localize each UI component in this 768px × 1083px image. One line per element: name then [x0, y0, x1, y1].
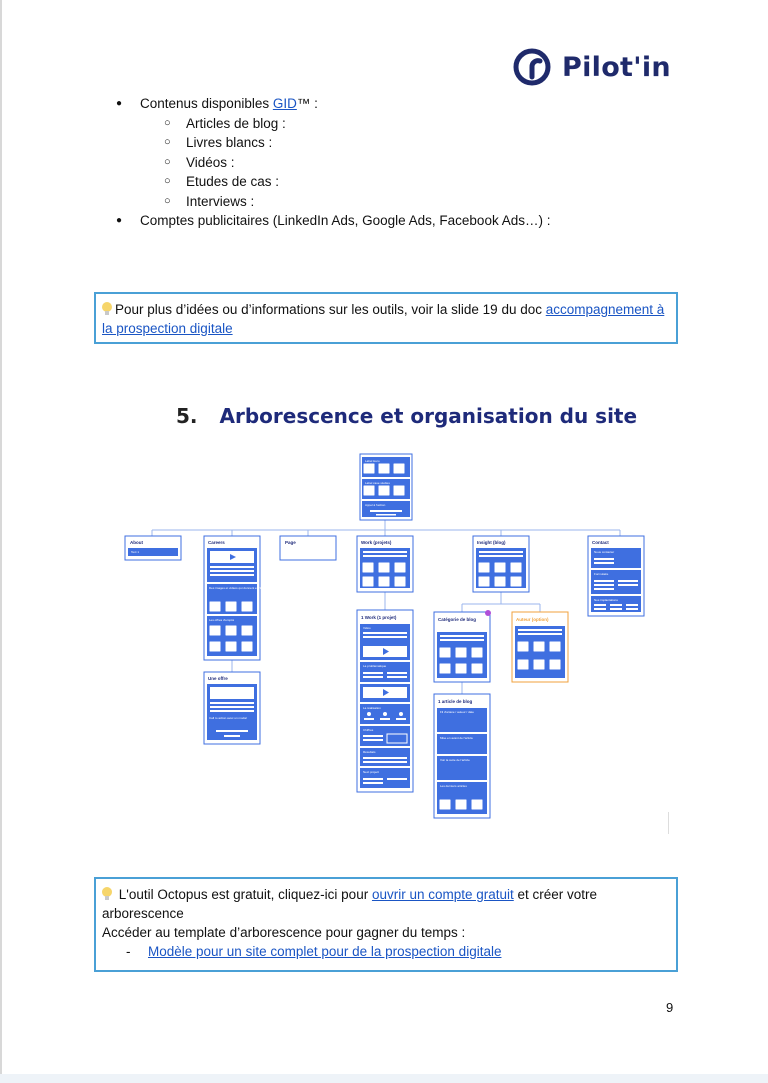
sitemap-project-node: 1 Work (1 projet) Vidéo La problématique…	[356, 609, 414, 793]
callout-template-line: Accéder au template d’arborescence pour …	[102, 925, 466, 940]
sub-list-item: Interviews :	[116, 192, 550, 212]
callout-line: L'outil Octopus est gratuit, cliquez-ici…	[102, 885, 670, 923]
section-heading: 5. Arborescence et organisation du site	[176, 404, 637, 428]
node-title: 1 Work (1 projet)	[361, 615, 397, 620]
bottom-band	[0, 1074, 768, 1083]
node-title: Work (projets)	[361, 540, 392, 545]
sitemap-home-node: Label Hero Label case studies Appel à l'…	[359, 453, 413, 521]
pilotin-logo-icon	[513, 48, 551, 86]
node-item: Les derniers articles	[440, 784, 467, 788]
node-title: Contact	[592, 540, 609, 545]
tip-callout: Pour plus d’idées ou d’informations sur …	[94, 292, 678, 344]
sub-list-item: Etudes de cas :	[116, 172, 550, 192]
node-title: Auteur (option)	[516, 617, 549, 622]
node-title: About	[130, 540, 143, 545]
node-title: Careers	[208, 540, 225, 545]
home-label-cta: Appel à l'action	[365, 503, 386, 507]
sitemap-contact-node: Contact Nous contacter Formulaire Nos im…	[587, 535, 645, 617]
sitemap-careers-node: Careers Des images et vidéos qui donnent…	[203, 535, 263, 661]
gid-link[interactable]: GID	[272, 96, 297, 111]
section-title: Arborescence et organisation du site	[219, 404, 638, 428]
sitemap-offer-node: Une offre Call to action avec un modal	[203, 671, 261, 745]
sitemap-about-node: About Text 1	[124, 535, 182, 561]
sitemap-blog-author-node: Auteur (option)	[511, 611, 569, 683]
node-item: Chiffres	[363, 728, 374, 732]
node-title: Une offre	[208, 676, 228, 681]
node-item: Voir la suite de l'article	[440, 758, 470, 762]
sub-list-item: Articles de blog :	[116, 114, 550, 134]
node-item: Formulaire	[594, 572, 609, 576]
node-item: Nous contacter	[594, 550, 614, 554]
home-label-cases: Label case studies	[365, 481, 390, 485]
sitemap-blog-article-node: 1 article de blog Fil d'ariane / auteur …	[433, 693, 491, 819]
list-item: Contenus disponibles GID™ :	[116, 94, 550, 114]
sitemap-diagram: Label Hero Label case studies Appel à l'…	[124, 453, 645, 819]
node-item: Nos implantations	[594, 598, 618, 602]
content-list: Contenus disponibles GID™ : Articles de …	[116, 94, 550, 231]
lightbulb-icon	[102, 887, 112, 901]
list-item: Comptes publicitaires (LinkedIn Ads, Goo…	[116, 211, 550, 231]
template-list-item: - Modèle pour un site complet pour de la …	[102, 942, 670, 961]
node-title: 1 article de blog	[438, 699, 473, 704]
node-item: Des images et vidéos qui donnent envie	[209, 586, 263, 590]
accompagnement-link[interactable]: accompagnement à la prospection digitale	[102, 302, 665, 336]
node-item: Call to action avec un modal	[209, 716, 247, 720]
node-item: Résultats	[363, 750, 376, 754]
node-item: La problématique	[363, 664, 387, 668]
node-item: Mise en avant de l'article	[440, 736, 473, 740]
node-title: Page	[285, 540, 296, 545]
callout-text: L'outil Octopus est gratuit, cliquez-ici…	[115, 887, 372, 902]
dash-bullet: -	[126, 944, 131, 959]
node-title: Insight (blog)	[477, 540, 506, 545]
node-item: La réalisation	[363, 706, 381, 710]
sitemap-page-node: Page	[279, 535, 337, 561]
section-number: 5.	[176, 404, 198, 428]
home-label-hero: Label Hero	[365, 459, 380, 463]
brand-logo: Pilot'in	[512, 44, 682, 90]
connector-lines	[151, 520, 621, 694]
template-link[interactable]: Modèle pour un site complet pour de la p…	[148, 944, 502, 959]
sitemap-work-node: Work (projets)	[356, 535, 414, 593]
octopus-callout: L'outil Octopus est gratuit, cliquez-ici…	[94, 877, 678, 972]
list-item-suffix: ™ :	[296, 96, 318, 111]
page-number: 9	[666, 1000, 674, 1015]
lightbulb-icon	[102, 302, 112, 316]
callout-text: et créer votre arborescence	[102, 887, 598, 921]
node-item: Fil d'ariane / auteur / date	[440, 710, 474, 714]
list-item-text: Contenus disponibles	[140, 96, 273, 111]
sitemap-blog-node: Insight (blog)	[472, 535, 530, 593]
node-item: Text 1	[131, 550, 139, 554]
page-edge	[0, 0, 2, 1083]
node-item: Vidéo	[363, 626, 371, 630]
node-title: Catégorie de blog	[438, 617, 476, 622]
sub-list-item: Vidéos :	[116, 153, 550, 173]
sub-list-item: Livres blancs :	[116, 133, 550, 153]
node-item: Les offres d'emploi	[209, 618, 234, 622]
callout-text: Pour plus d’idées ou d’informations sur …	[115, 302, 546, 317]
sitemap-blog-category-node: Catégorie de blog	[433, 610, 491, 683]
page-edge-mark	[668, 812, 680, 834]
open-account-link[interactable]: ouvrir un compte gratuit	[371, 887, 514, 902]
brand-name: Pilot'in	[562, 51, 671, 83]
node-item: Next project	[363, 770, 379, 774]
